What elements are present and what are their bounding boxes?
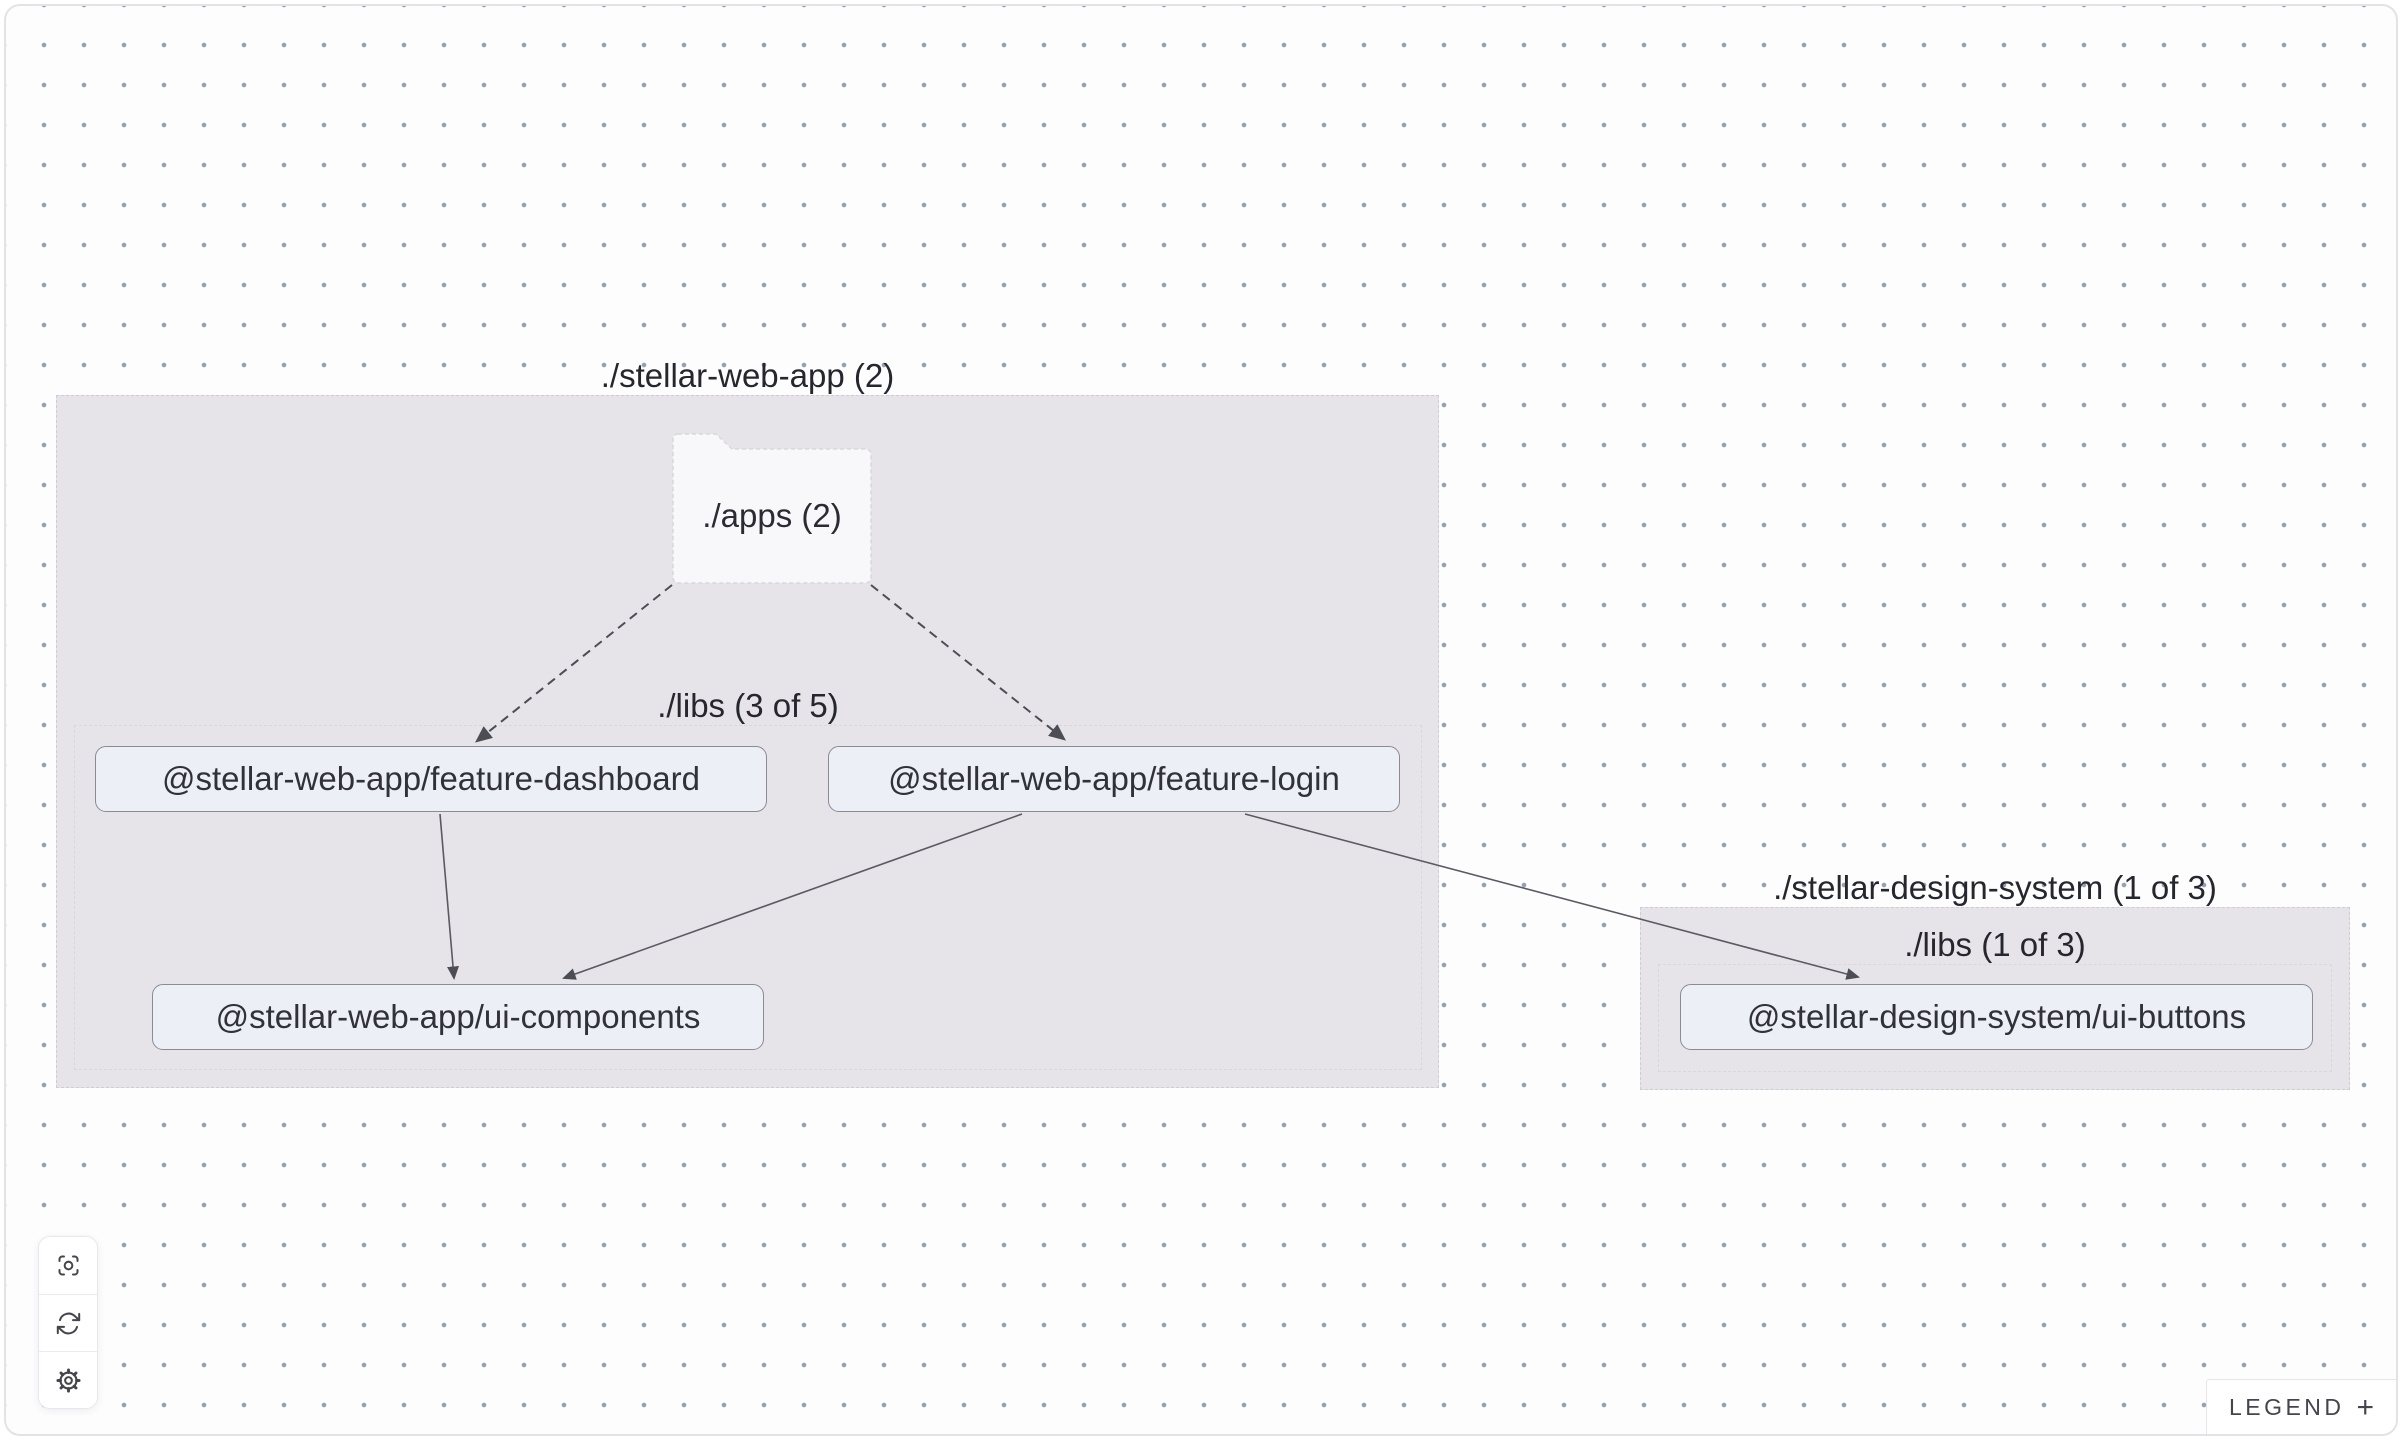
node-ui-components[interactable]: @stellar-web-app/ui-components <box>152 984 764 1050</box>
plus-icon: + <box>2356 1390 2375 1424</box>
legend-label: LEGEND <box>2228 1393 2345 1420</box>
node-ui-components-label: @stellar-web-app/ui-components <box>215 998 701 1035</box>
node-feature-login-label: @stellar-web-app/feature-login <box>888 760 1340 797</box>
refresh-icon <box>56 1312 80 1334</box>
node-ui-buttons[interactable]: @stellar-design-system/ui-buttons <box>1680 984 2313 1050</box>
legend-toggle[interactable]: LEGEND + <box>2206 1379 2396 1434</box>
libs-box-stellar-design-system <box>1658 964 2332 1072</box>
node-ui-buttons-label: @stellar-design-system/ui-buttons <box>1746 998 2247 1035</box>
graph-canvas[interactable]: ./stellar-web-app (2) ./libs (3 of 5) ./… <box>4 4 2398 1436</box>
node-feature-dashboard-label: @stellar-web-app/feature-dashboard <box>162 760 700 797</box>
focus-button[interactable] <box>39 1237 97 1294</box>
settings-button[interactable] <box>39 1351 97 1408</box>
settings-icon <box>55 1367 81 1393</box>
group-title-stellar-design-system: ./stellar-design-system (1 of 3) <box>1773 869 2217 906</box>
folder-node-apps[interactable]: ./apps (2) <box>670 432 874 585</box>
folder-apps-shape <box>672 433 872 584</box>
node-feature-login[interactable]: @stellar-web-app/feature-login <box>828 746 1400 812</box>
canvas-controls <box>38 1236 98 1409</box>
libs-label-stellar-web-app: ./libs (3 of 5) <box>657 687 839 724</box>
refresh-button[interactable] <box>39 1294 97 1351</box>
node-feature-dashboard[interactable]: @stellar-web-app/feature-dashboard <box>95 746 767 812</box>
folder-apps-label: ./apps (2) <box>702 496 842 534</box>
focus-icon <box>57 1255 79 1276</box>
libs-label-stellar-design-system: ./libs (1 of 3) <box>1904 926 2086 963</box>
group-title-stellar-web-app: ./stellar-web-app (2) <box>600 357 895 394</box>
